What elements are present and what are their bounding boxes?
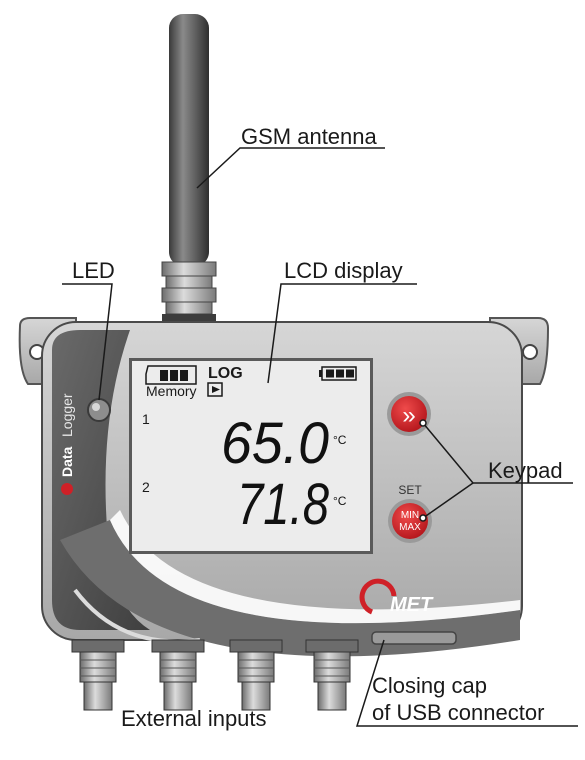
led-indicator	[87, 398, 111, 422]
usb-cap	[371, 631, 457, 645]
side-branding: Data Logger	[59, 393, 75, 495]
label-usb-cap-line2: of USB connector	[372, 700, 545, 725]
brand-logo-text: MET	[390, 594, 434, 616]
mount-hole-right	[522, 344, 538, 360]
label-led: LED	[72, 258, 115, 283]
next-button[interactable]: »	[387, 392, 431, 436]
channel-1-label: 1	[142, 411, 150, 427]
memory-label: Memory	[146, 383, 197, 399]
memory-indicator	[145, 365, 197, 385]
next-icon: »	[402, 402, 415, 429]
play-icon-frame	[207, 382, 223, 397]
play-icon	[212, 386, 220, 393]
label-lcd-display: LCD display	[284, 258, 403, 283]
lcd-leader	[267, 283, 417, 384]
set-label: SET	[398, 483, 422, 497]
channel-2-value: 71.8	[237, 472, 329, 537]
comet-logo: MET	[359, 578, 434, 616]
label-keypad: Keypad	[488, 458, 563, 483]
keypad: » SET MIN MAX	[387, 392, 432, 543]
max-label: MAX	[399, 522, 421, 533]
gsm-antenna	[161, 14, 217, 326]
side-text-logger: Logger	[59, 393, 75, 437]
external-inputs	[71, 639, 359, 711]
side-text-data: Data	[59, 446, 75, 477]
lcd-display: Memory LOG 1 2 65.0 71.8 °C °C	[129, 358, 373, 554]
channel-2-unit: °C	[333, 494, 347, 508]
label-external-inputs: External inputs	[121, 706, 267, 731]
channel-2-label: 2	[142, 479, 150, 495]
led-leader	[62, 283, 113, 401]
label-gsm-antenna: GSM antenna	[241, 124, 377, 149]
leader-lines	[62, 147, 578, 727]
keypad-leader-lower	[422, 482, 474, 519]
usb-leader	[355, 639, 578, 727]
channel-1-unit: °C	[333, 433, 347, 447]
keypad-dot-lower	[419, 514, 427, 522]
log-label: LOG	[208, 365, 243, 382]
minmax-button[interactable]: MIN MAX	[388, 499, 432, 543]
label-usb-cap-line1: Closing cap	[372, 673, 487, 698]
channel-1-value: 65.0	[221, 411, 329, 476]
antenna-leader	[196, 147, 385, 189]
battery-icon	[319, 366, 357, 381]
keypad-dot-upper	[419, 419, 427, 427]
min-label: MIN	[401, 510, 419, 521]
